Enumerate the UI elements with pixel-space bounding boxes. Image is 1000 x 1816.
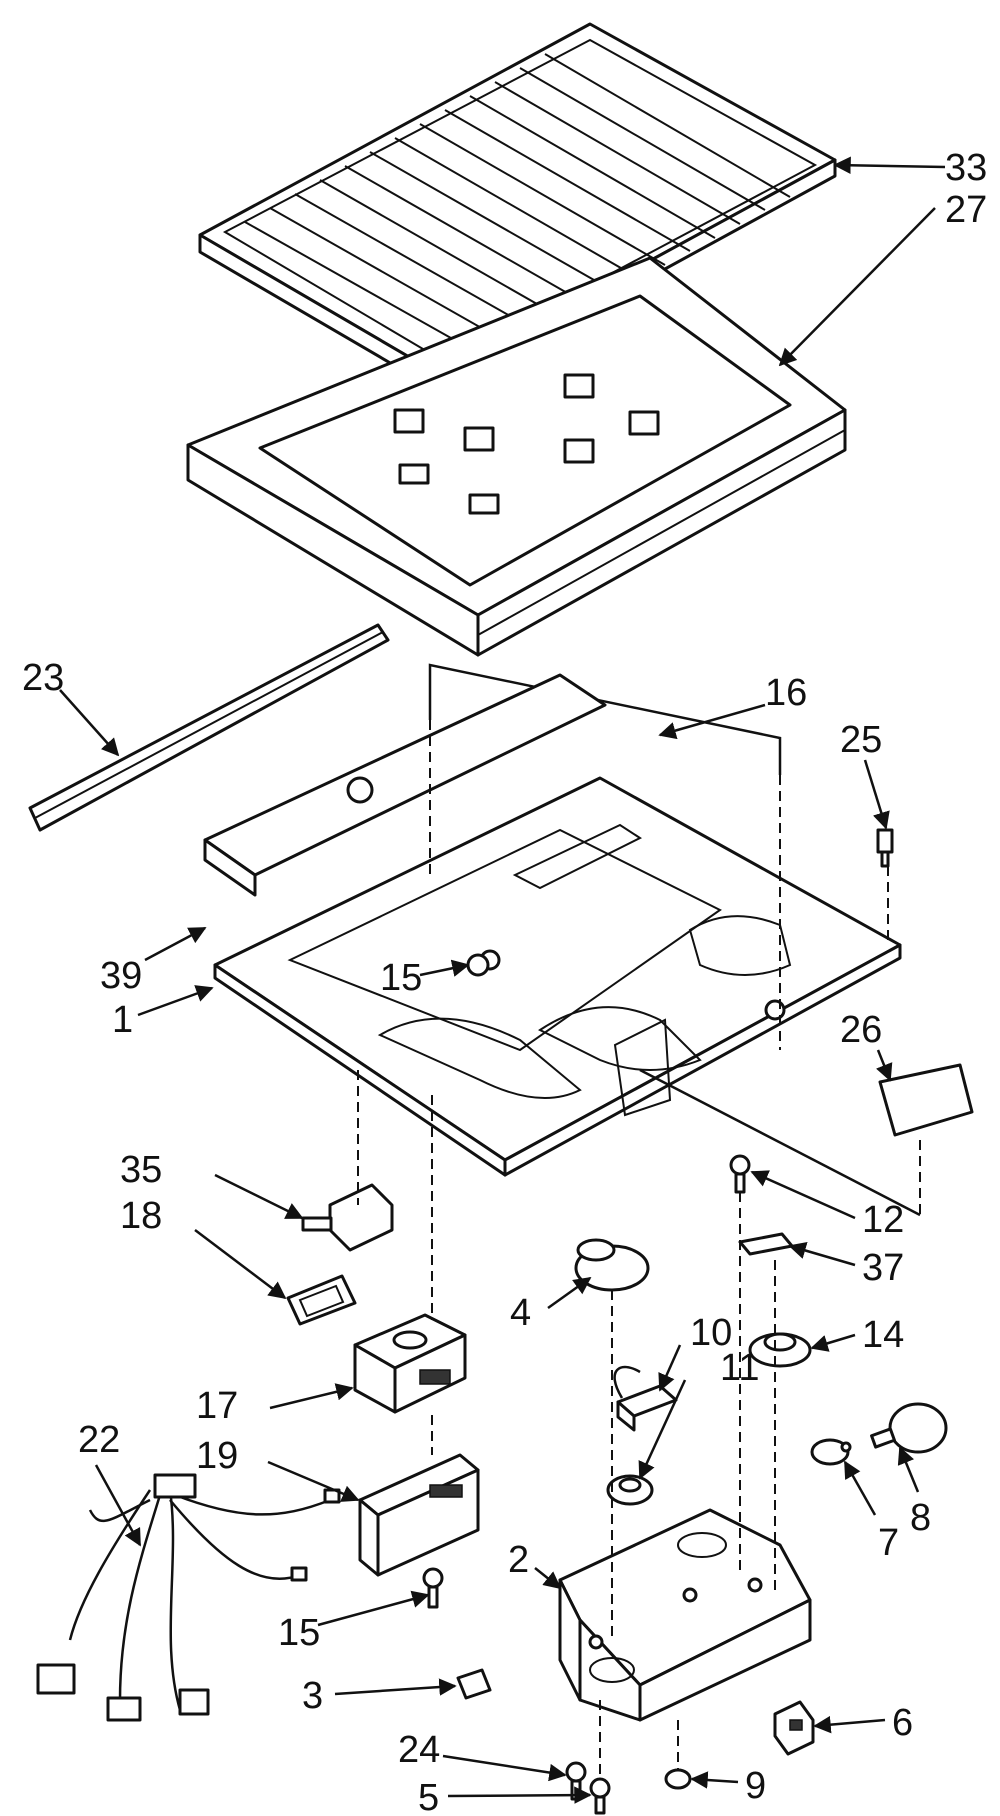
callout-33: 33 — [945, 147, 987, 189]
callout-6: 6 — [892, 1702, 913, 1744]
part-7-lamp-socket — [810, 1438, 852, 1466]
callout-8: 8 — [910, 1497, 931, 1539]
callout-7: 7 — [878, 1522, 899, 1564]
callout-9: 9 — [745, 1765, 766, 1807]
callout-16: 16 — [765, 672, 807, 714]
part-14-socket — [748, 1332, 812, 1368]
callout-labels: 33 27 23 16 25 39 15 1 26 35 18 12 37 4 … — [22, 147, 987, 1816]
callout-27: 27 — [945, 189, 987, 231]
part-17-housing — [353, 1313, 467, 1414]
part-26-tape — [878, 1063, 974, 1137]
part-25-screw — [876, 828, 894, 868]
part-15-screw-upper — [466, 953, 490, 977]
part-12-screw — [729, 1154, 751, 1194]
assembly-dash-lines — [357, 720, 921, 1780]
callout-10: 10 — [690, 1312, 732, 1354]
callout-15-upper: 15 — [380, 957, 422, 999]
callout-39: 39 — [100, 955, 142, 997]
part-37-clip — [738, 1232, 794, 1256]
callout-15-lower: 15 — [278, 1612, 320, 1654]
callout-1: 1 — [112, 999, 133, 1041]
part-35-bracket — [301, 1183, 394, 1252]
part-11-grommet — [606, 1474, 654, 1506]
part-6-plug — [773, 1700, 815, 1756]
part-3-clip — [456, 1668, 492, 1700]
callout-18: 18 — [120, 1195, 162, 1237]
callout-24: 24 — [398, 1729, 440, 1771]
callout-3: 3 — [302, 1675, 323, 1717]
callout-12: 12 — [862, 1199, 904, 1241]
callout-22: 22 — [78, 1419, 120, 1461]
part-23-trim-strip — [28, 623, 390, 832]
callout-25: 25 — [840, 719, 882, 761]
part-15-screw-lower — [422, 1567, 444, 1609]
callout-19: 19 — [196, 1435, 238, 1477]
part-9-nut — [664, 1768, 692, 1790]
part-4-knob — [574, 1238, 650, 1292]
part-16-wire-rod — [428, 663, 782, 775]
part-2-control-bracket — [558, 1508, 812, 1722]
callout-35: 35 — [120, 1149, 162, 1191]
callout-2: 2 — [508, 1539, 529, 1581]
part-24-screw — [565, 1761, 587, 1801]
part-39-channel — [203, 673, 607, 897]
part-22-wire-harness — [36, 1473, 341, 1722]
callout-4: 4 — [510, 1292, 531, 1334]
callout-23: 23 — [22, 657, 64, 699]
part-27-frame — [186, 256, 847, 657]
leader-arrows — [59, 156, 946, 1804]
part-8-light-bulb — [870, 1402, 948, 1454]
part-1-base-plate — [213, 776, 902, 1177]
part-5-screw — [589, 1777, 611, 1815]
callout-37: 37 — [862, 1247, 904, 1289]
callout-17: 17 — [196, 1385, 238, 1427]
callout-11: 11 — [720, 1347, 759, 1389]
callout-26: 26 — [840, 1009, 882, 1051]
callout-5: 5 — [418, 1777, 439, 1816]
part-19-bracket — [358, 1453, 480, 1577]
callout-14: 14 — [862, 1314, 904, 1356]
part-18-gasket — [286, 1274, 357, 1326]
